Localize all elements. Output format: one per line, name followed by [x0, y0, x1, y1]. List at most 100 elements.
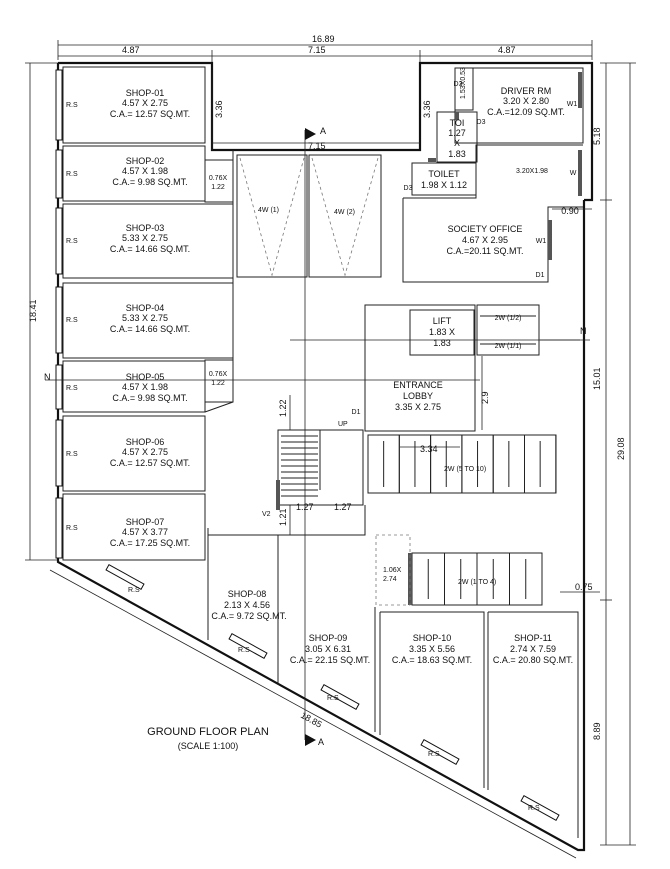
- shaft-labels: 0.76X 1.22 0.76X 1.22: [209, 175, 228, 387]
- shop-area: C.A.= 9.98 SQ.MT.: [112, 393, 187, 403]
- north-marker-left: N: [44, 372, 51, 382]
- lift-lobby: 2.9: [290, 304, 580, 432]
- rs-windows-left: [55, 69, 63, 559]
- dim-121: 1.21: [278, 508, 288, 526]
- dim-right-total: 29.08: [616, 437, 626, 460]
- rs-labels-left: R.S R.S R.S R.S R.S R.S R.S: [66, 102, 78, 532]
- shop-name: SHOP-08: [228, 589, 267, 599]
- north-marker-right: N: [580, 326, 587, 336]
- toi-size-b: 1.83: [448, 149, 466, 159]
- shop-name: SHOP-04: [126, 303, 165, 313]
- dim-153: 1.53X0.53: [460, 67, 467, 99]
- rs-label: R.S: [528, 805, 540, 812]
- shop-09-label: SHOP-09 3.05 X 6.31 C.A.= 22.15 SQ.MT.: [290, 633, 370, 665]
- rs-windows-diagonal: R.S R.S R.S R.S R.S: [105, 564, 560, 821]
- lift-size-a: 1.83 X: [429, 327, 455, 337]
- society-office-area: C.A.=20.11 SQ.MT.: [446, 246, 523, 256]
- shop-08-label: SHOP-08 2.13 X 4.56 C.A.= 9.72 SQ.MT.: [211, 589, 286, 621]
- shop-name: SHOP-01: [126, 88, 165, 98]
- dim-122: 1.22: [278, 399, 288, 417]
- toilet-right-size: 3.20X1.98: [516, 168, 548, 175]
- dim-top-left: 4.87: [122, 45, 140, 55]
- shop-size: 5.33 X 2.75: [122, 313, 168, 323]
- shop-05-label: SHOP-05 4.57 X 1.98 C.A.= 9.98 SQ.MT.: [112, 372, 187, 403]
- two-wheeler-label: 2W (1/2): [495, 315, 522, 322]
- rs-label: R.S: [327, 695, 339, 702]
- lift-lobby-labels: LIFT 1.83 X 1.83 ENTRANCE LOBBY 3.35 X 2…: [352, 315, 522, 416]
- shop-area: C.A.= 20.80 SQ.MT.: [493, 655, 573, 665]
- shop-02-label: SHOP-02 4.57 X 1.98 C.A.= 9.98 SQ.MT.: [112, 156, 187, 187]
- driver-room-name: DRIVER RM: [501, 86, 552, 96]
- rs-label: R.S: [66, 171, 78, 178]
- two-wheeler-bay: [509, 552, 543, 606]
- toi-size-x: X: [454, 138, 460, 148]
- dim-top-mid: 7.15: [308, 45, 326, 55]
- title-main: GROUND FLOOR PLAN: [147, 726, 269, 738]
- shop-size: 4.57 X 1.98: [122, 166, 168, 176]
- shop-area: C.A.= 14.66 SQ.MT.: [110, 324, 190, 334]
- car-2-label: 4W (2): [334, 209, 355, 216]
- plan-title: GROUND FLOOR PLAN (SCALE 1:100): [147, 726, 269, 751]
- rs-label: R.S: [428, 751, 440, 758]
- section-marker-top: A: [320, 126, 326, 136]
- rs-label: R.S: [66, 317, 78, 324]
- dim-29: 2.9: [480, 391, 490, 404]
- rs-label: R.S: [66, 451, 78, 458]
- dim-336-right: 3.36: [422, 100, 432, 118]
- shop-size: 3.35 X 5.56: [409, 644, 455, 654]
- shop-name: SHOP-03: [126, 223, 165, 233]
- rs-label: R.S: [66, 525, 78, 532]
- shop-name: SHOP-07: [126, 517, 165, 527]
- rs-label: R.S: [238, 647, 250, 654]
- vent-label: V2: [262, 511, 271, 518]
- lift-size-b: 1.83: [433, 338, 451, 348]
- two-wheeler-bay: [524, 434, 557, 494]
- shop-size: 4.57 X 3.77: [122, 527, 168, 537]
- door-label: D3: [454, 81, 463, 88]
- stair-up-label: UP: [338, 421, 348, 428]
- shop-name: SHOP-05: [126, 372, 165, 382]
- driver-room-area: C.A.=12.09 SQ.MT.: [487, 107, 565, 117]
- dim-right-lower: 8.89: [592, 722, 602, 740]
- shop-name: SHOP-02: [126, 156, 165, 166]
- shop-name: SHOP-11: [514, 633, 552, 643]
- door-label: D1: [536, 272, 545, 279]
- dim-334: 3.34: [420, 444, 438, 454]
- two-wheeler-parking: 2W (5 TO 10) 3.34 2W (1 TO 4) 1.06X 2.74…: [367, 434, 600, 606]
- shop-area: C.A.= 9.98 SQ.MT.: [112, 177, 187, 187]
- section-marker-bottom: A: [318, 737, 324, 747]
- shop-size: 3.05 X 6.31: [305, 644, 351, 654]
- dim-left-height: 18.41: [28, 299, 38, 322]
- lift-name: LIFT: [433, 316, 452, 326]
- shops-left-column: [62, 66, 234, 561]
- dim-right-mid: 15.01: [592, 367, 602, 390]
- shop-area: C.A.= 9.72 SQ.MT.: [211, 611, 286, 621]
- shop-name: SHOP-10: [413, 633, 452, 643]
- car-parking: 4W (1) 4W (2) 7.15 3.36 3.36: [211, 70, 432, 278]
- shop-07-label: SHOP-07 4.57 X 3.77 C.A.= 17.25 SQ.MT.: [110, 517, 190, 548]
- dim-top-total: 16.89: [312, 34, 335, 44]
- lobby-name: ENTRANCE: [393, 380, 443, 390]
- overall-dimensions: 16.89 4.87 7.15 4.87 18.41 29.08 5.18 15…: [25, 34, 636, 846]
- lobby-name-2: LOBBY: [403, 391, 433, 401]
- toilet-name: TOILET: [428, 169, 460, 179]
- dim-top-right: 4.87: [498, 45, 516, 55]
- shop-03-label: SHOP-03 5.33 X 2.75 C.A.= 14.66 SQ.MT.: [110, 223, 190, 254]
- shop-01-label: SHOP-01 4.57 X 2.75 C.A.= 12.57 SQ.MT.: [110, 88, 190, 119]
- dim-336-left: 3.36: [214, 100, 224, 118]
- window-label: W: [570, 170, 577, 177]
- shop-size: 4.57 X 2.75: [122, 98, 168, 108]
- shop-labels: SHOP-01 4.57 X 2.75 C.A.= 12.57 SQ.MT. S…: [110, 88, 573, 665]
- toilet-size: 1.98 X 1.12: [421, 180, 467, 190]
- title-scale: (SCALE 1:100): [178, 741, 239, 751]
- shop-size: 2.13 X 4.56: [224, 600, 270, 610]
- toi-name: TOI: [450, 118, 465, 128]
- lobby-size: 3.35 X 2.75: [395, 402, 441, 412]
- diagonal-dimension: 18.85: [49, 569, 577, 859]
- shop-name: SHOP-06: [126, 437, 165, 447]
- two-wheeler-row1-label: 2W (5 TO 10): [444, 466, 486, 473]
- window-label: W1: [536, 238, 547, 245]
- driver-room-size: 3.20 X 2.80: [503, 96, 549, 106]
- top-right-labels: DRIVER RM 3.20 X 2.80 C.A.=12.09 SQ.MT. …: [404, 67, 592, 279]
- rs-label: R.S: [66, 102, 78, 109]
